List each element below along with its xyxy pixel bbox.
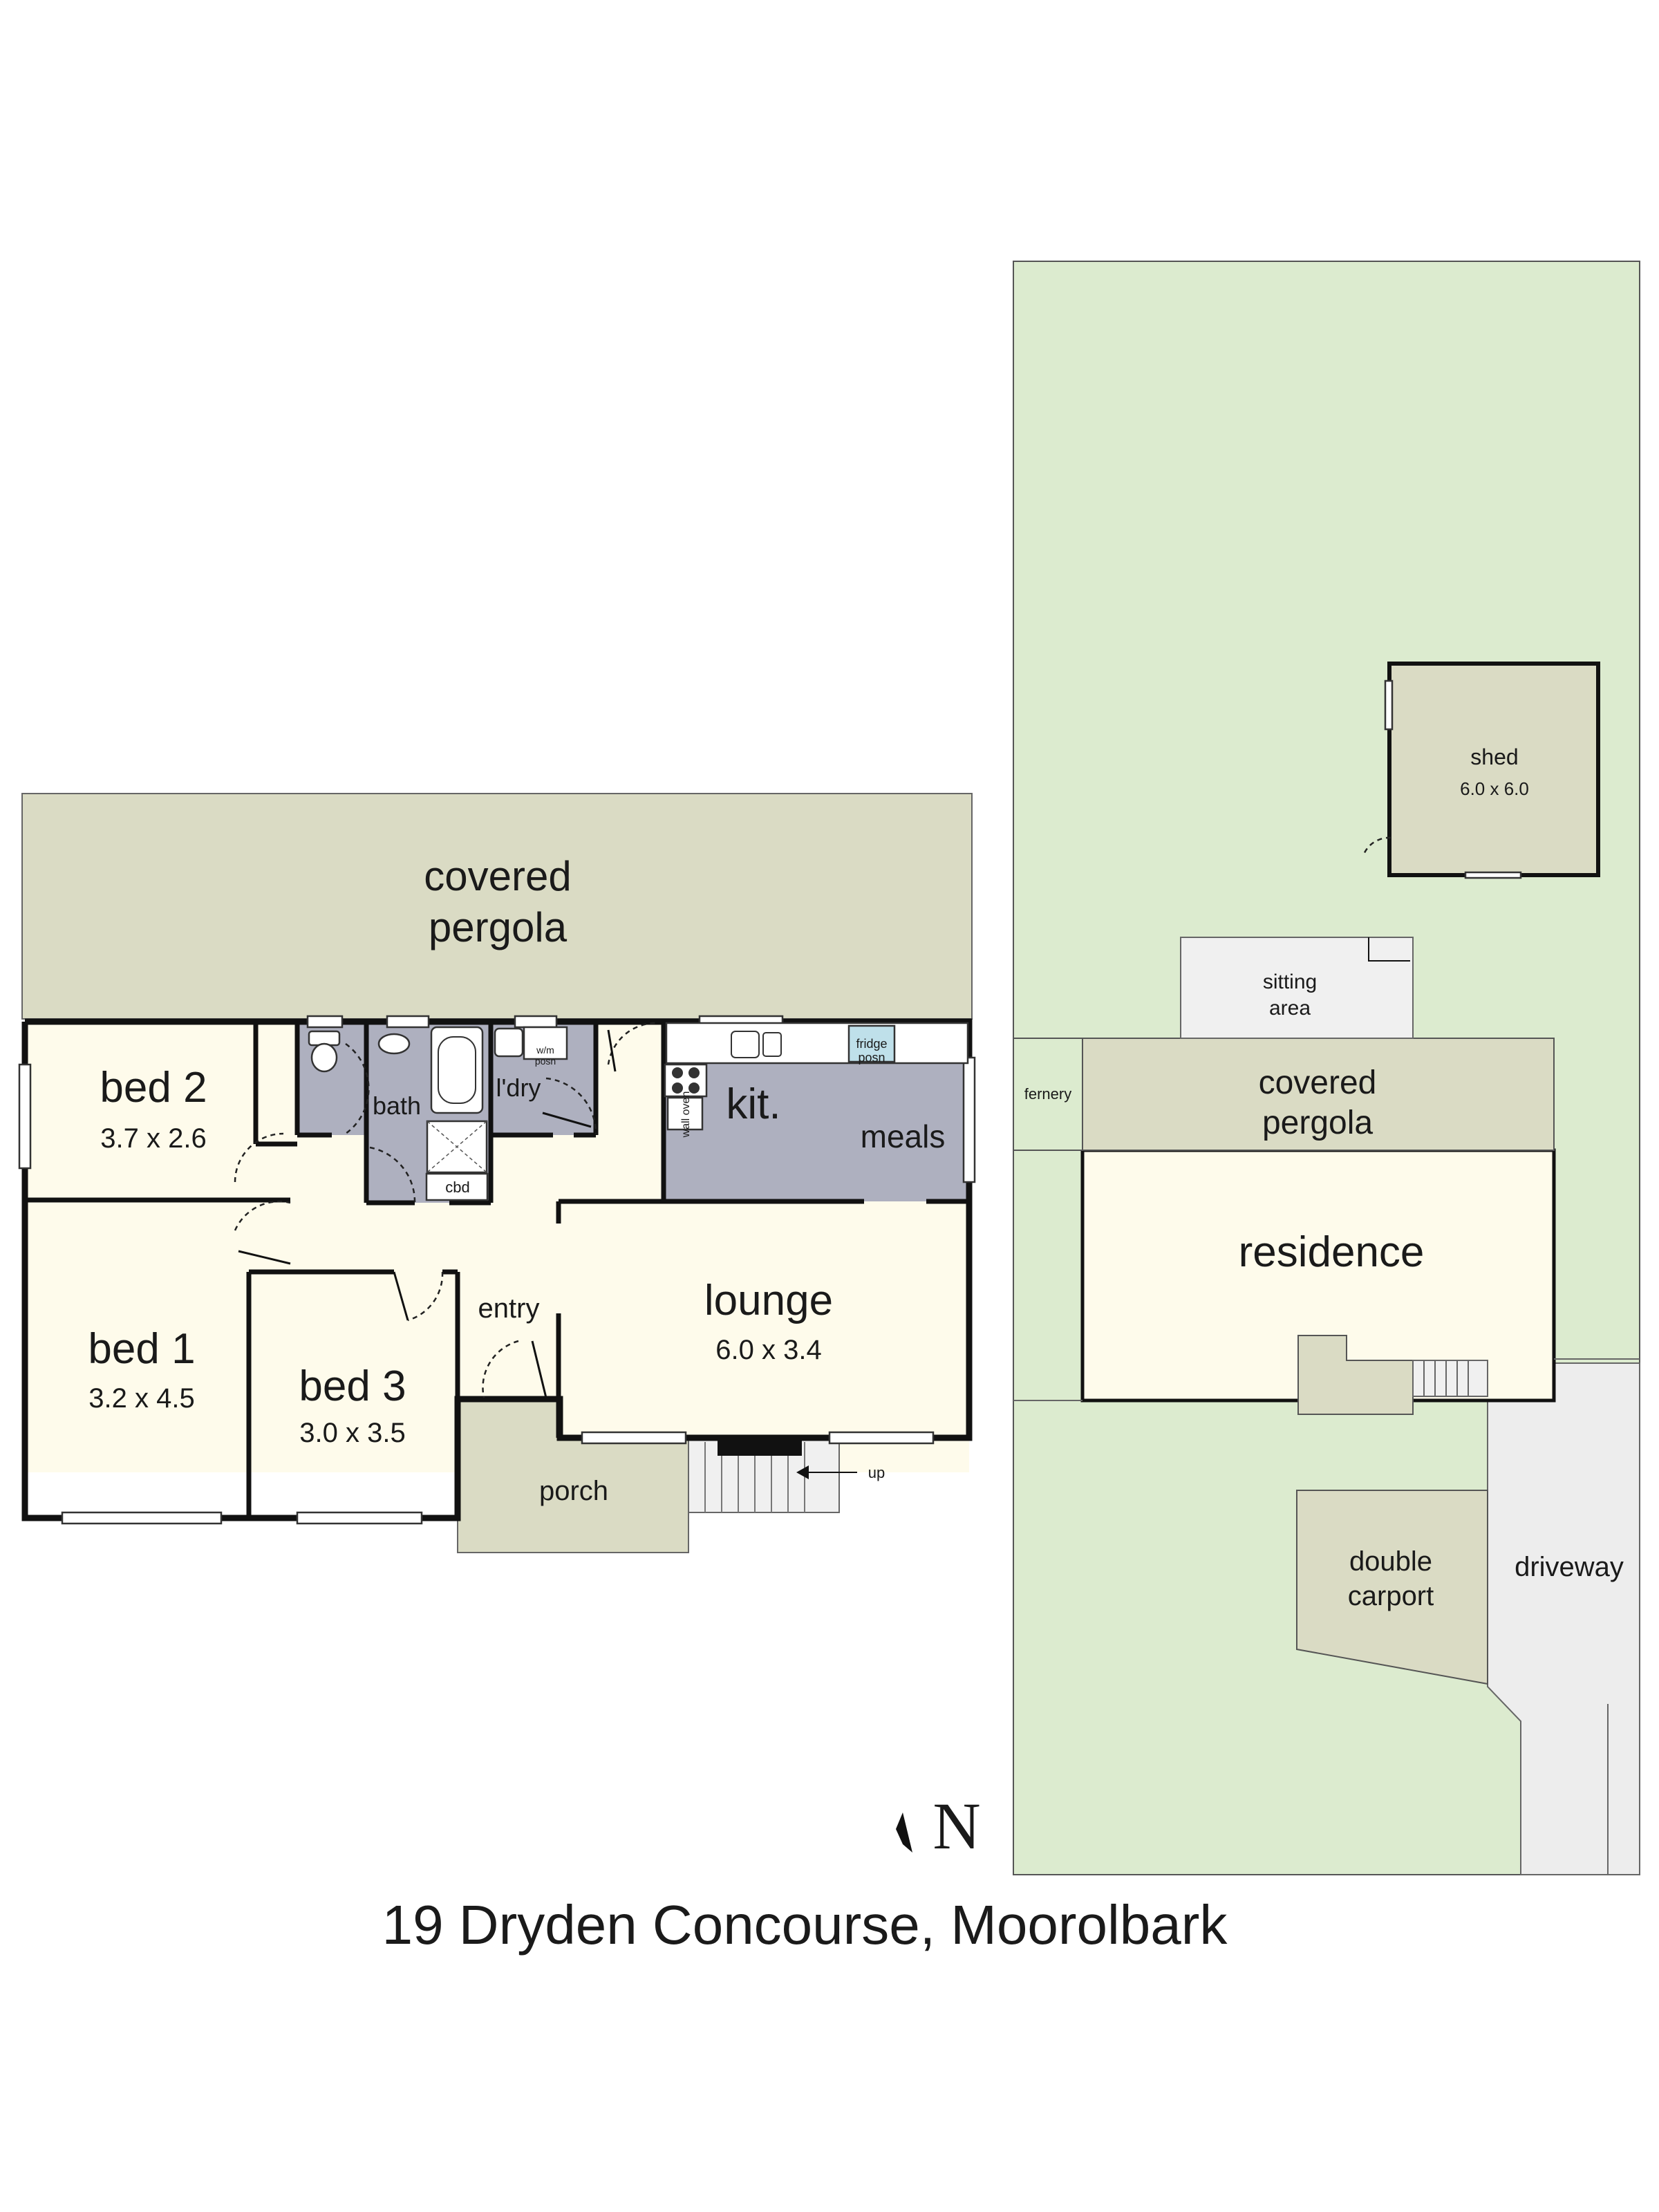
porch-name: porch <box>539 1476 608 1506</box>
meals-name: meals <box>861 1118 946 1154</box>
fernery-label: fernery <box>1024 1085 1071 1103</box>
site-plan <box>1013 261 1640 1875</box>
lounge-name: lounge <box>704 1277 833 1324</box>
bed1-name: bed 1 <box>88 1325 195 1373</box>
bath-name: bath <box>373 1091 421 1120</box>
bed3-name: bed 3 <box>299 1362 406 1410</box>
oven-label: wall oven <box>680 1091 692 1138</box>
residence-label: residence <box>1239 1228 1425 1276</box>
sitting-area-shape <box>1180 937 1414 1039</box>
cupboard-label: cbd <box>445 1179 469 1196</box>
sitting-step <box>1368 937 1410 962</box>
laundry-name: l'dry <box>496 1074 541 1102</box>
sink-icon <box>731 1031 760 1058</box>
bed1-dims: 3.2 x 4.5 <box>88 1383 194 1414</box>
north-arrow-icon <box>896 1812 912 1853</box>
kitchen-bench <box>665 1022 969 1065</box>
north-label: N <box>932 1789 980 1863</box>
site-steps-lines <box>1423 1360 1469 1396</box>
washing-machine-box <box>523 1026 568 1060</box>
driveway-label: driveway <box>1515 1552 1624 1582</box>
fridge-box <box>847 1024 896 1063</box>
house-fixtures <box>308 1022 969 1201</box>
shed-window-2 <box>1464 871 1522 879</box>
internal-walls <box>25 1022 969 1518</box>
trough-icon <box>494 1027 524 1058</box>
kitchen-name: kit. <box>726 1080 780 1128</box>
driveway-area <box>1487 1362 1640 1875</box>
basin-icon <box>377 1033 411 1055</box>
up-label: up <box>868 1464 885 1481</box>
pergola-area <box>21 793 973 1020</box>
shed-window <box>1384 679 1394 731</box>
wall-oven-box <box>666 1096 704 1131</box>
bed2-dims: 3.7 x 2.6 <box>100 1123 206 1154</box>
entry-name: entry <box>478 1293 540 1324</box>
shed-dims: 6.0 x 6.0 <box>1460 778 1529 799</box>
cooktop-icon <box>664 1063 708 1098</box>
site-pergola-area <box>1082 1038 1555 1151</box>
shed-area <box>1387 662 1600 877</box>
house-plan <box>18 793 976 1553</box>
fernery-area <box>1013 1038 1083 1151</box>
house-doors <box>234 1022 657 1398</box>
site-steps <box>1412 1360 1488 1397</box>
shed-name: shed <box>1470 744 1518 769</box>
carport-area <box>1296 1490 1488 1685</box>
lounge-dims: 6.0 x 3.4 <box>715 1335 821 1365</box>
up-arrow-icon <box>796 1465 809 1479</box>
shed-door-swing <box>1362 836 1391 856</box>
bed3-dims: 3.0 x 3.5 <box>299 1418 405 1448</box>
cupboard-box <box>425 1172 489 1201</box>
bed2-name: bed 2 <box>100 1064 207 1112</box>
address-title: 19 Dryden Concourse, Moorolbark <box>382 1894 1228 1956</box>
